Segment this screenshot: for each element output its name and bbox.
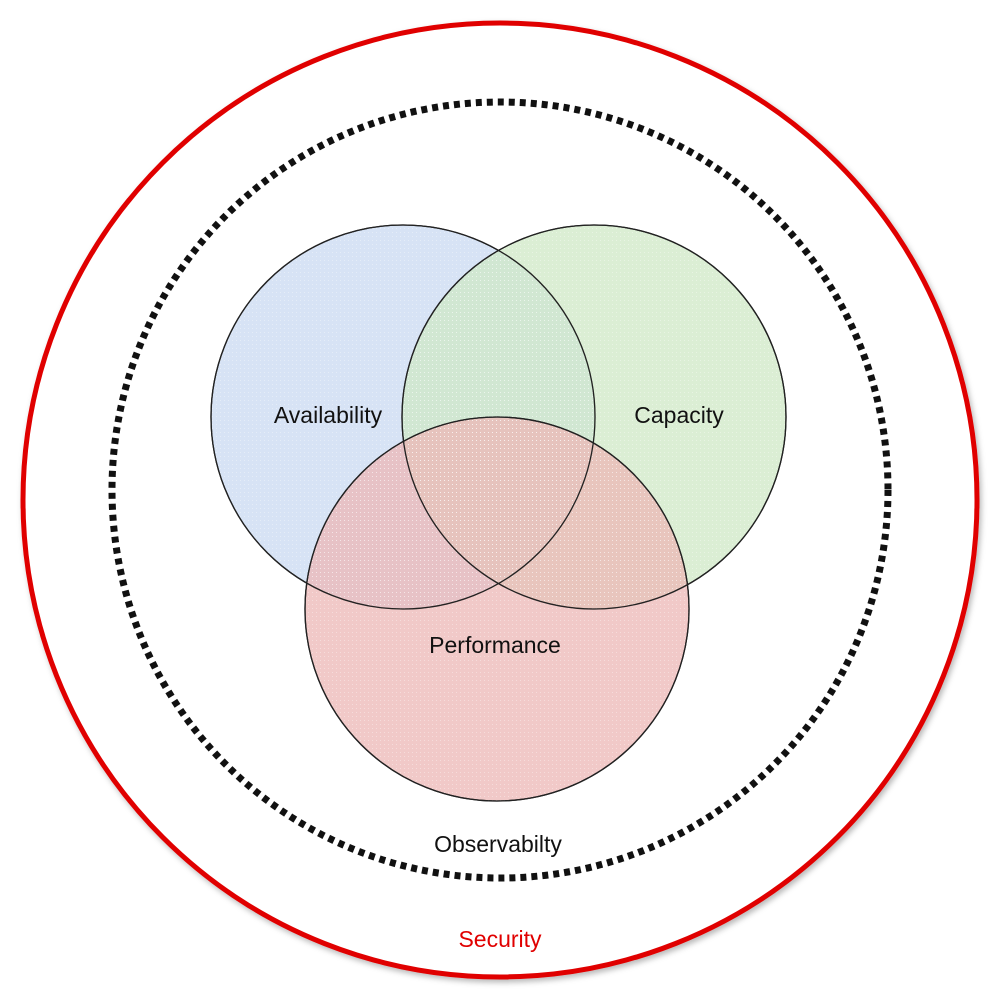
performance-texture [305, 417, 689, 801]
availability-outline [210, 224, 596, 610]
observability-ring [108, 98, 892, 882]
performance-outline [304, 416, 690, 802]
capacity-label: Capacity [634, 402, 724, 428]
security-label: Security [458, 926, 542, 952]
availability-label: Availability [274, 402, 383, 428]
performance-label: Performance [429, 632, 561, 658]
observability-label: Observabilty [434, 831, 562, 857]
capacity-outline [401, 224, 787, 610]
